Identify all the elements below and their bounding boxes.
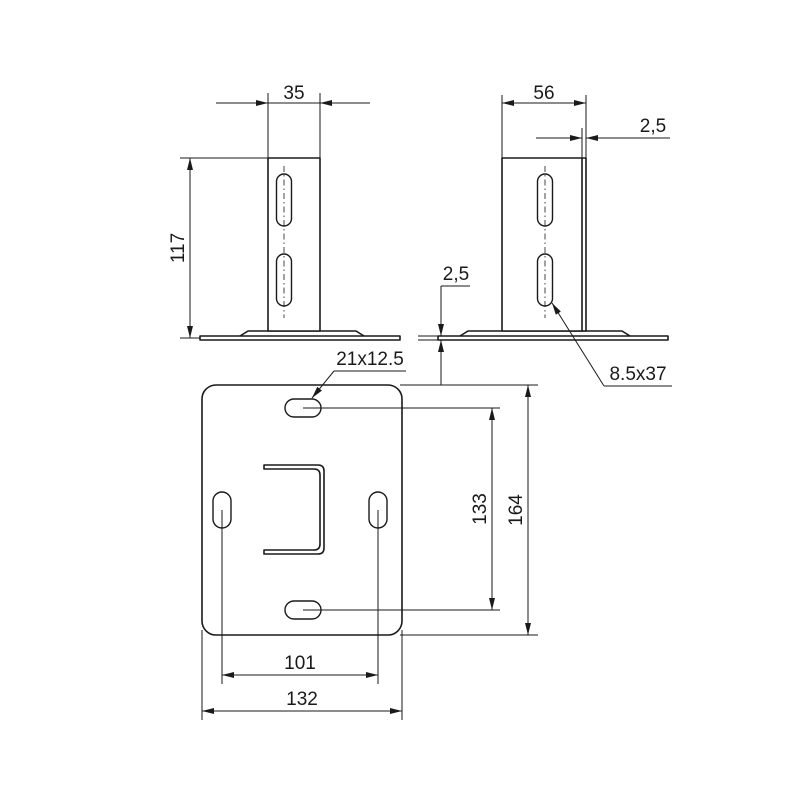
dim-164-label: 164 <box>506 494 527 526</box>
plan-view: 21x12.5 133 164 101 132 <box>201 349 538 720</box>
dim-133-label: 133 <box>470 493 491 525</box>
dim-hole-leader <box>311 370 335 399</box>
dim-56-label: 56 <box>533 83 554 104</box>
dim-plate-label: 2,5 <box>443 264 469 285</box>
plan-view-channel-profile <box>263 464 325 555</box>
side-view-base-plate <box>437 335 669 341</box>
front-view-base-plate <box>199 335 401 341</box>
dim-slot-leader <box>551 302 605 387</box>
side-view: 56 2,5 2,5 8.5x37 <box>418 83 672 387</box>
dim-132-label: 132 <box>286 689 318 710</box>
plan-view-plate <box>201 384 403 636</box>
dim-117-label: 117 <box>168 233 189 263</box>
dim-wall-label: 2,5 <box>640 116 666 137</box>
front-view: 35 117 <box>168 83 401 341</box>
dim-101-label: 101 <box>284 653 316 674</box>
dim-hole-label: 21x12.5 <box>336 349 404 370</box>
dim-slot-label: 8.5x37 <box>609 364 666 385</box>
dim-35-label: 35 <box>283 83 304 104</box>
